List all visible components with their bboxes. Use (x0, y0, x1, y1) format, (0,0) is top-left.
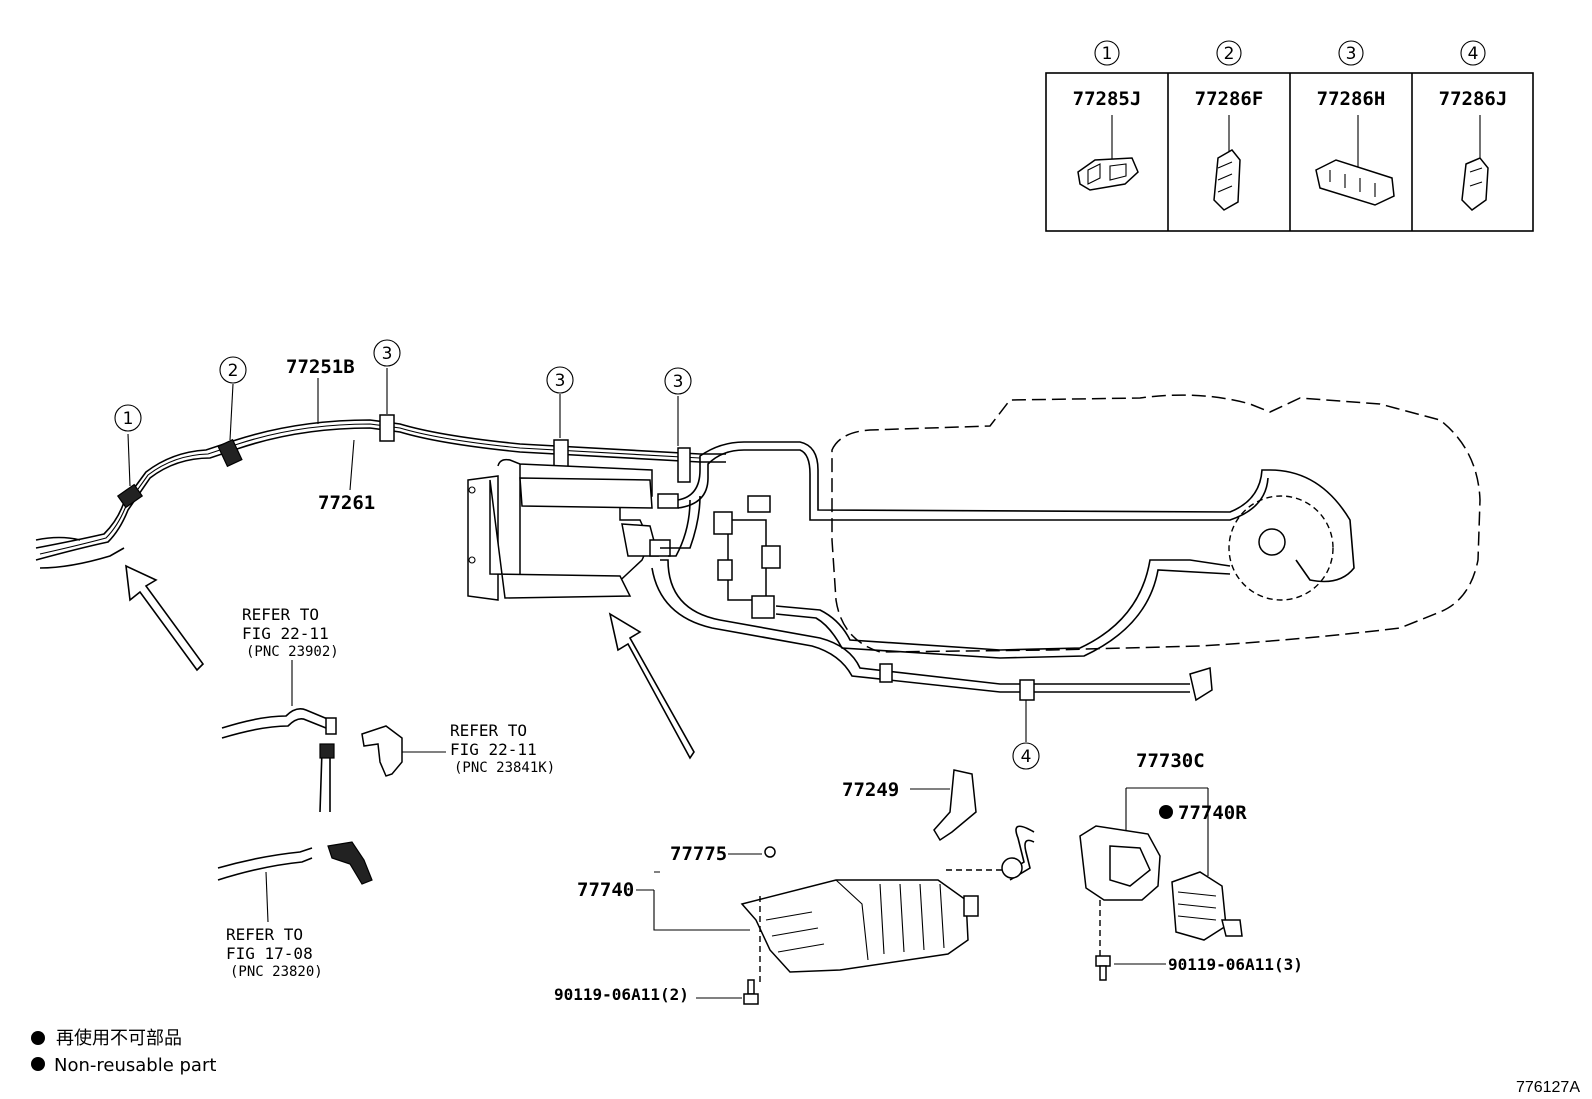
svg-text:(PNC 23902): (PNC 23902) (246, 644, 339, 660)
label-bolt-3: 90119-06A11(3) (1168, 955, 1303, 974)
purge-valve (713, 495, 781, 619)
washer-77775 (764, 846, 776, 858)
svg-text:(PNC 23841K): (PNC 23841K) (454, 760, 555, 776)
figure-id: 776127A (1516, 1079, 1580, 1096)
clip-2-part: 77286F (1195, 88, 1264, 110)
callout-3c: 3 (673, 372, 684, 392)
legend-en: Non-reusable part (54, 1055, 216, 1076)
view-arrows (125, 564, 695, 760)
label-77775: 77775 (670, 843, 727, 865)
legend-jp: 再使用不可部品 (56, 1028, 182, 1049)
svg-text:FIG 22-11: FIG 22-11 (242, 624, 329, 643)
svg-text:REFER TO: REFER TO (242, 605, 319, 624)
svg-text:FIG 22-11: FIG 22-11 (450, 740, 537, 759)
clip-4-part: 77286J (1439, 88, 1508, 110)
clip-3-part: 77286H (1317, 88, 1386, 110)
fuel-line-bundle (35, 419, 726, 569)
lower-hose-a (660, 559, 1190, 685)
svg-text:REFER TO: REFER TO (226, 925, 303, 944)
label-77251B: 77251B (286, 356, 355, 378)
clip-1-number: 1 (1102, 44, 1113, 64)
label-77730C: 77730C (1136, 750, 1205, 772)
canister-77740 (740, 879, 979, 973)
clip-on-line-1 (116, 483, 144, 509)
bolt-2 (743, 979, 759, 1005)
clip-3-icon (1315, 115, 1395, 206)
clip-1-icon (1077, 115, 1139, 191)
refer-hose-small (319, 749, 331, 813)
label-77740: 77740 (577, 879, 634, 901)
fuel-pump-outline (1228, 495, 1334, 601)
clip-1-part: 77285J (1073, 88, 1142, 110)
svg-text:(PNC 23820): (PNC 23820) (230, 964, 323, 980)
refer-connector-2 (361, 725, 403, 777)
label-77740R: 77740R (1178, 802, 1247, 824)
clip-4-number: 4 (1468, 44, 1479, 64)
canister-installed (467, 458, 679, 601)
clip-2-icon (1213, 115, 1241, 211)
label-77249: 77249 (842, 779, 899, 801)
label-77261: 77261 (318, 492, 375, 514)
callout-2: 2 (228, 361, 239, 381)
non-reusable-marker (1159, 805, 1173, 819)
clip-2-number: 2 (1224, 44, 1235, 64)
vent-valve-77740R (1171, 871, 1243, 941)
fuel-tank-outline (831, 394, 1481, 653)
refer-note-3: REFER TO FIG 17-08 (PNC 23820) (226, 871, 323, 980)
clip-on-line-3a (379, 414, 395, 442)
callout-3b: 3 (555, 371, 566, 391)
callout-4: 4 (1021, 747, 1032, 767)
clip-3-number: 3 (1346, 44, 1357, 64)
clip-on-line-2 (217, 438, 243, 468)
legend: 再使用不可部品 Non-reusable part (31, 1028, 216, 1076)
bolt-3 (1095, 955, 1111, 981)
clip-4-icon (1461, 115, 1489, 211)
clip-table: 1 2 3 4 77285J 77286F 77286H 77286J (1045, 40, 1534, 232)
refer-hose-3 (217, 847, 313, 869)
callout-1: 1 (123, 409, 134, 429)
valve-77730C (1001, 825, 1161, 901)
clip-on-line-3c (677, 447, 691, 483)
vapor-line-to-tank (677, 441, 1355, 583)
fuel-pump-port (1258, 528, 1286, 556)
hose-77249 (933, 769, 977, 842)
label-bolt-2: 90119-06A11(2) (554, 985, 689, 1004)
main-callouts: 1 2 3 3 3 4 (114, 339, 1040, 770)
refer-note-1: REFER TO FIG 22-11 (PNC 23902) (242, 605, 339, 706)
refer-note-2: REFER TO FIG 22-11 (PNC 23841K) (402, 721, 555, 776)
svg-text:REFER TO: REFER TO (450, 721, 527, 740)
callout-3a: 3 (382, 344, 393, 364)
svg-text:FIG 17-08: FIG 17-08 (226, 944, 313, 963)
refer-hose-1 (221, 708, 331, 729)
